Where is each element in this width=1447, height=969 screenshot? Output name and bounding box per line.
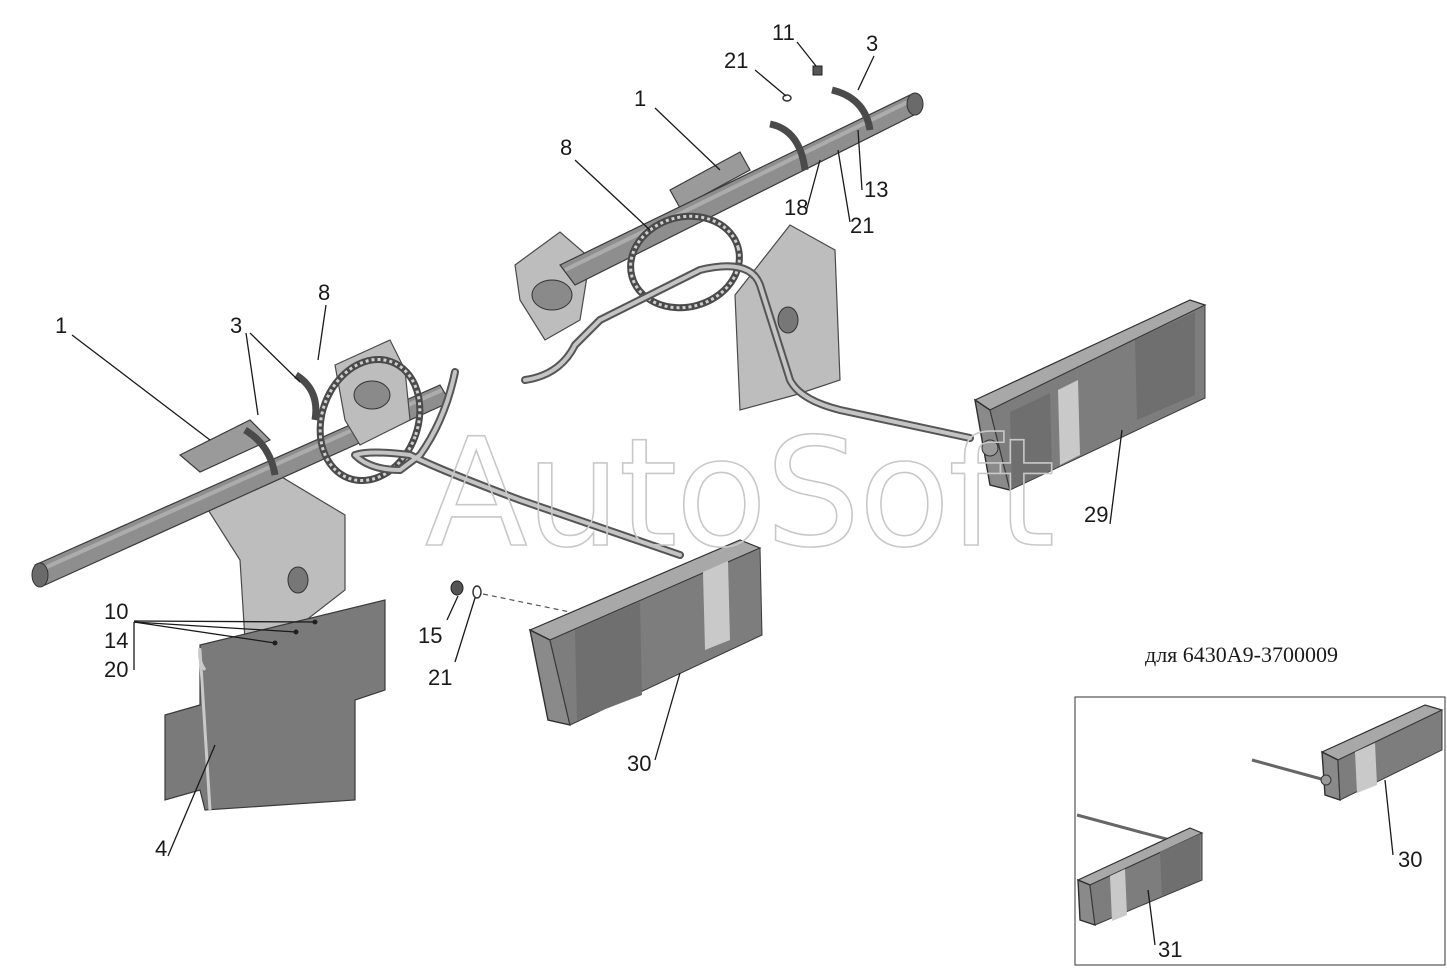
washer-21-left — [472, 585, 482, 599]
label-10: 10 — [104, 599, 128, 624]
bolt-11 — [812, 65, 823, 76]
variant-caption: для 6430А9-3700009 — [1145, 642, 1338, 667]
label-3-right: 3 — [866, 31, 878, 56]
right-clamp-a — [769, 120, 809, 171]
label-18: 18 — [784, 195, 808, 220]
left-clamp-3b — [294, 372, 320, 421]
label-1-right: 1 — [634, 86, 646, 111]
lamp-30-left — [528, 539, 763, 726]
label-8-right: 8 — [560, 135, 572, 160]
label-21-right: 21 — [850, 213, 874, 238]
lamp-29 — [973, 299, 1207, 491]
label-30-inset: 30 — [1398, 847, 1422, 872]
label-11: 11 — [772, 20, 795, 45]
label-21-top: 21 — [724, 48, 748, 73]
right-clamp-3 — [831, 86, 874, 131]
part-labels: 1 3 8 10 14 20 4 15 21 30 1 8 21 11 3 13… — [55, 20, 1422, 962]
nut-15 — [450, 580, 464, 596]
label-14: 14 — [104, 628, 128, 653]
label-30-left: 30 — [627, 751, 651, 776]
label-21-left: 21 — [428, 665, 452, 690]
label-20: 20 — [104, 657, 128, 682]
license-plate-4 — [164, 599, 386, 811]
washer-21-top — [782, 94, 792, 102]
left-clamp-3a — [243, 426, 279, 476]
label-31: 31 — [1158, 937, 1182, 962]
leader-lines — [71, 41, 1394, 946]
label-15: 15 — [418, 623, 442, 648]
left-assembly — [31, 339, 684, 811]
left-tube-end — [31, 562, 49, 588]
watermark: AutoSoft — [425, 407, 1053, 581]
inset-lamp-30 — [1251, 704, 1444, 801]
label-1-left: 1 — [55, 313, 67, 338]
label-29: 29 — [1084, 502, 1108, 527]
inset-lamp-31 — [1076, 813, 1204, 927]
left-plate-hole — [287, 566, 309, 594]
right-tube-bracket — [669, 151, 751, 209]
label-8-left: 8 — [318, 280, 330, 305]
label-4: 4 — [155, 836, 167, 861]
label-13: 13 — [864, 177, 888, 202]
label-3-left: 3 — [230, 313, 242, 338]
right-assembly — [514, 65, 974, 442]
